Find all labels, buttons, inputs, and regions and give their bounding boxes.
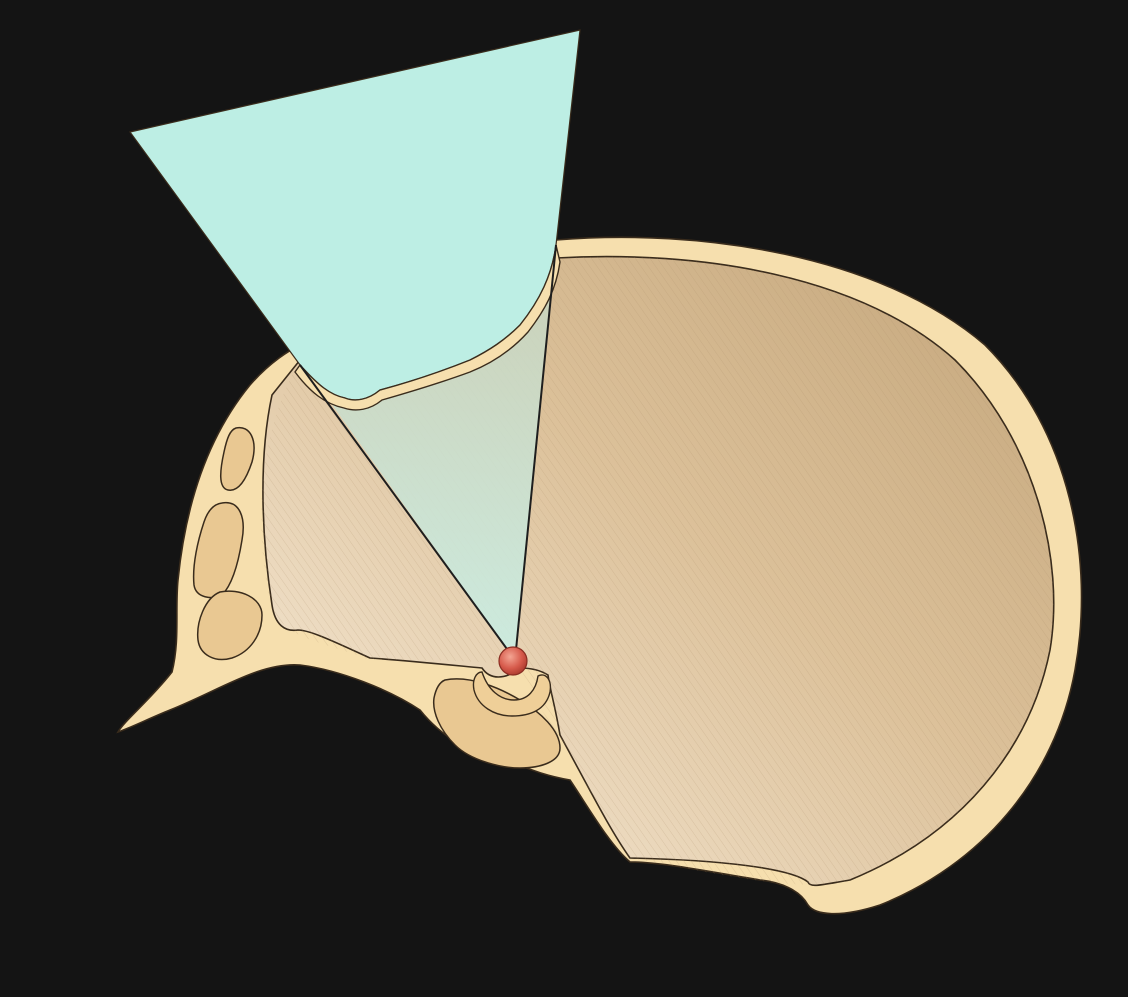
target-point <box>499 647 527 675</box>
